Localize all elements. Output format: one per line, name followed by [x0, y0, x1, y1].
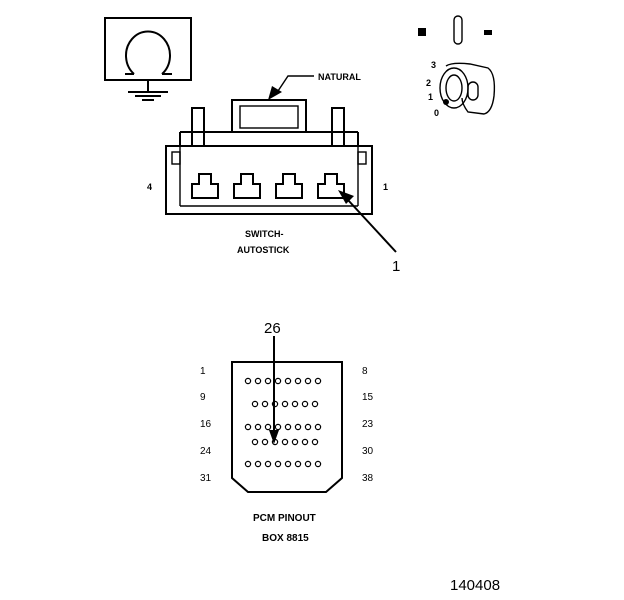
ground-symbol-icon: [104, 17, 192, 101]
pcm-pin-cavity: [304, 423, 312, 431]
pcm-left-number: 9: [200, 392, 206, 403]
pcm-pin-cavity: [291, 438, 299, 446]
pcm-left-number: 24: [200, 446, 212, 457]
pointer-26: 26: [264, 320, 281, 444]
key-position-3: 3: [431, 60, 436, 70]
pcm-pin-cavity: [284, 423, 292, 431]
pcm-right-number: 38: [362, 473, 374, 484]
pcm-title-line1: PCM PINOUT: [253, 513, 316, 524]
pcm-pin-cavity: [244, 460, 252, 468]
pcm-pin-cavity: [304, 377, 312, 385]
key-position-0: 0: [434, 108, 439, 118]
pcm-pin-cavity: [314, 377, 322, 385]
pointer-1-number: 1: [392, 258, 400, 275]
pcm-pin-cavity: [274, 423, 282, 431]
key-position-2: 2: [426, 78, 431, 88]
natural-label: NATURAL: [318, 72, 361, 82]
pcm-connector: [231, 361, 343, 493]
terminal-cavity: [317, 173, 345, 199]
pcm-pin-grid: [244, 377, 322, 468]
switch-pin-right-label: 1: [383, 182, 388, 192]
pcm-left-number: 31: [200, 473, 212, 484]
pcm-title-line2: BOX 8815: [262, 533, 309, 544]
pcm-pin-cavity: [274, 377, 282, 385]
pcm-pin-cavity: [264, 460, 272, 468]
pcm-pin-cavity: [284, 460, 292, 468]
switch-pin-left-label: 4: [147, 182, 152, 192]
pcm-pin-cavity: [244, 377, 252, 385]
terminal-cavity: [191, 173, 219, 199]
terminal-cavity: [275, 173, 303, 199]
switch-connector: [165, 99, 373, 215]
pcm-left-number: 1: [200, 366, 206, 377]
pcm-pin-cavity: [261, 438, 269, 446]
pcm-pin-cavity: [311, 438, 319, 446]
pcm-right-number: 30: [362, 446, 374, 457]
pcm-pin-cavity: [281, 400, 289, 408]
ignition-key-icon: 3 2 1 0: [418, 15, 496, 118]
terminal-cavity: [233, 173, 261, 199]
pcm-pin-cavity: [284, 377, 292, 385]
pcm-pin-cavity: [264, 423, 272, 431]
pcm-pin-cavity: [294, 460, 302, 468]
pcm-pin-cavity: [264, 377, 272, 385]
pcm-pin-cavity: [294, 377, 302, 385]
natural-callout: NATURAL: [268, 72, 361, 100]
pcm-left-number: 16: [200, 419, 212, 430]
pcm-pin-cavity: [251, 400, 259, 408]
pcm-pin-cavity: [254, 460, 262, 468]
pcm-pin-cavity: [301, 400, 309, 408]
pcm-pin-cavity: [291, 400, 299, 408]
pcm-pin-cavity: [244, 423, 252, 431]
figure-id: 140408: [450, 577, 500, 594]
pcm-right-number: 23: [362, 419, 374, 430]
pcm-right-number: 8: [362, 366, 368, 377]
pcm-pin-cavity: [274, 460, 282, 468]
switch-title-line1: SWITCH-: [245, 229, 284, 239]
pcm-right-number: 15: [362, 392, 374, 403]
pcm-pin-cavity: [254, 423, 262, 431]
pointer-26-number: 26: [264, 320, 281, 337]
switch-title-line2: AUTOSTICK: [237, 245, 290, 255]
pcm-pin-cavity: [311, 400, 319, 408]
pcm-pin-cavity: [261, 400, 269, 408]
pointer-1: 1: [338, 190, 400, 275]
key-position-1: 1: [428, 92, 433, 102]
pcm-pin-cavity: [304, 460, 312, 468]
pcm-pin-cavity: [254, 377, 262, 385]
pcm-pin-cavity: [314, 460, 322, 468]
pcm-pin-cavity: [301, 438, 309, 446]
pcm-pin-cavity: [294, 423, 302, 431]
pcm-pin-cavity: [251, 438, 259, 446]
pcm-pin-cavity: [314, 423, 322, 431]
pcm-pin-cavity: [281, 438, 289, 446]
